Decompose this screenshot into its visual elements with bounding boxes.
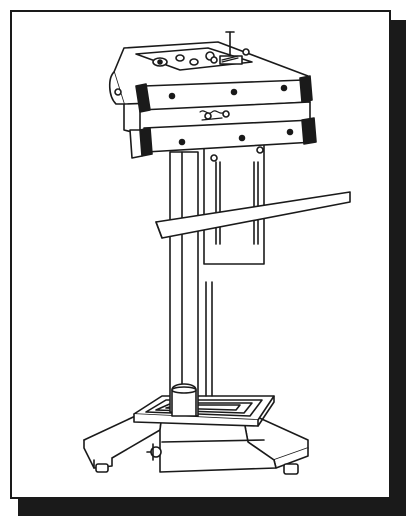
foot-pedal xyxy=(133,281,275,427)
bag-support-plate xyxy=(155,139,351,265)
illustration-frame xyxy=(10,10,391,499)
foot-operated-impulse-sealer-icon xyxy=(83,31,351,475)
sealer-head xyxy=(108,31,317,159)
stand-column xyxy=(169,151,199,417)
